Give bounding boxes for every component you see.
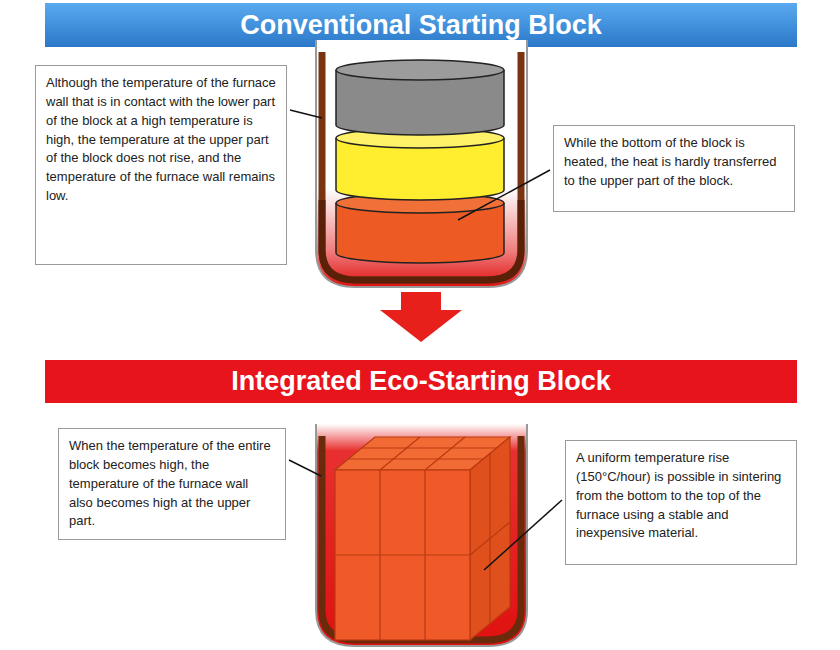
crucible — [316, 424, 527, 646]
block-seam — [348, 458, 483, 459]
crucible — [316, 40, 527, 287]
heading-text: Conventional Starting Block — [240, 10, 602, 41]
title-band — [45, 360, 797, 403]
block-seam — [335, 554, 470, 555]
callout-box: When the temperature of the entire block… — [58, 428, 286, 540]
cylinder-stack — [336, 60, 504, 263]
callout-box: A uniform temperature rise (150°C/hour) … — [565, 440, 797, 565]
callout-text: Although the temperature of the furnace … — [46, 74, 276, 206]
title-band: Conventional Starting Block — [45, 3, 797, 47]
leader-line — [289, 110, 562, 570]
down-arrow — [380, 292, 462, 342]
block-seam — [380, 437, 420, 470]
callout-text: A uniform temperature rise (150°C/hour) … — [576, 449, 786, 543]
callout-text: While the bottom of the block is heated,… — [564, 134, 784, 191]
block-seam — [362, 447, 497, 448]
callout-text: When the temperature of the entire block… — [69, 437, 275, 531]
heading-text: Integrated Eco-Starting Block — [231, 366, 611, 397]
block-seam — [425, 437, 465, 470]
callout-box: While the bottom of the block is heated,… — [553, 125, 795, 212]
block-seam — [470, 522, 510, 555]
title-band: Integrated Eco-Starting Block — [45, 360, 797, 403]
block-cube — [335, 437, 510, 640]
callout-box: Although the temperature of the furnace … — [35, 65, 287, 265]
